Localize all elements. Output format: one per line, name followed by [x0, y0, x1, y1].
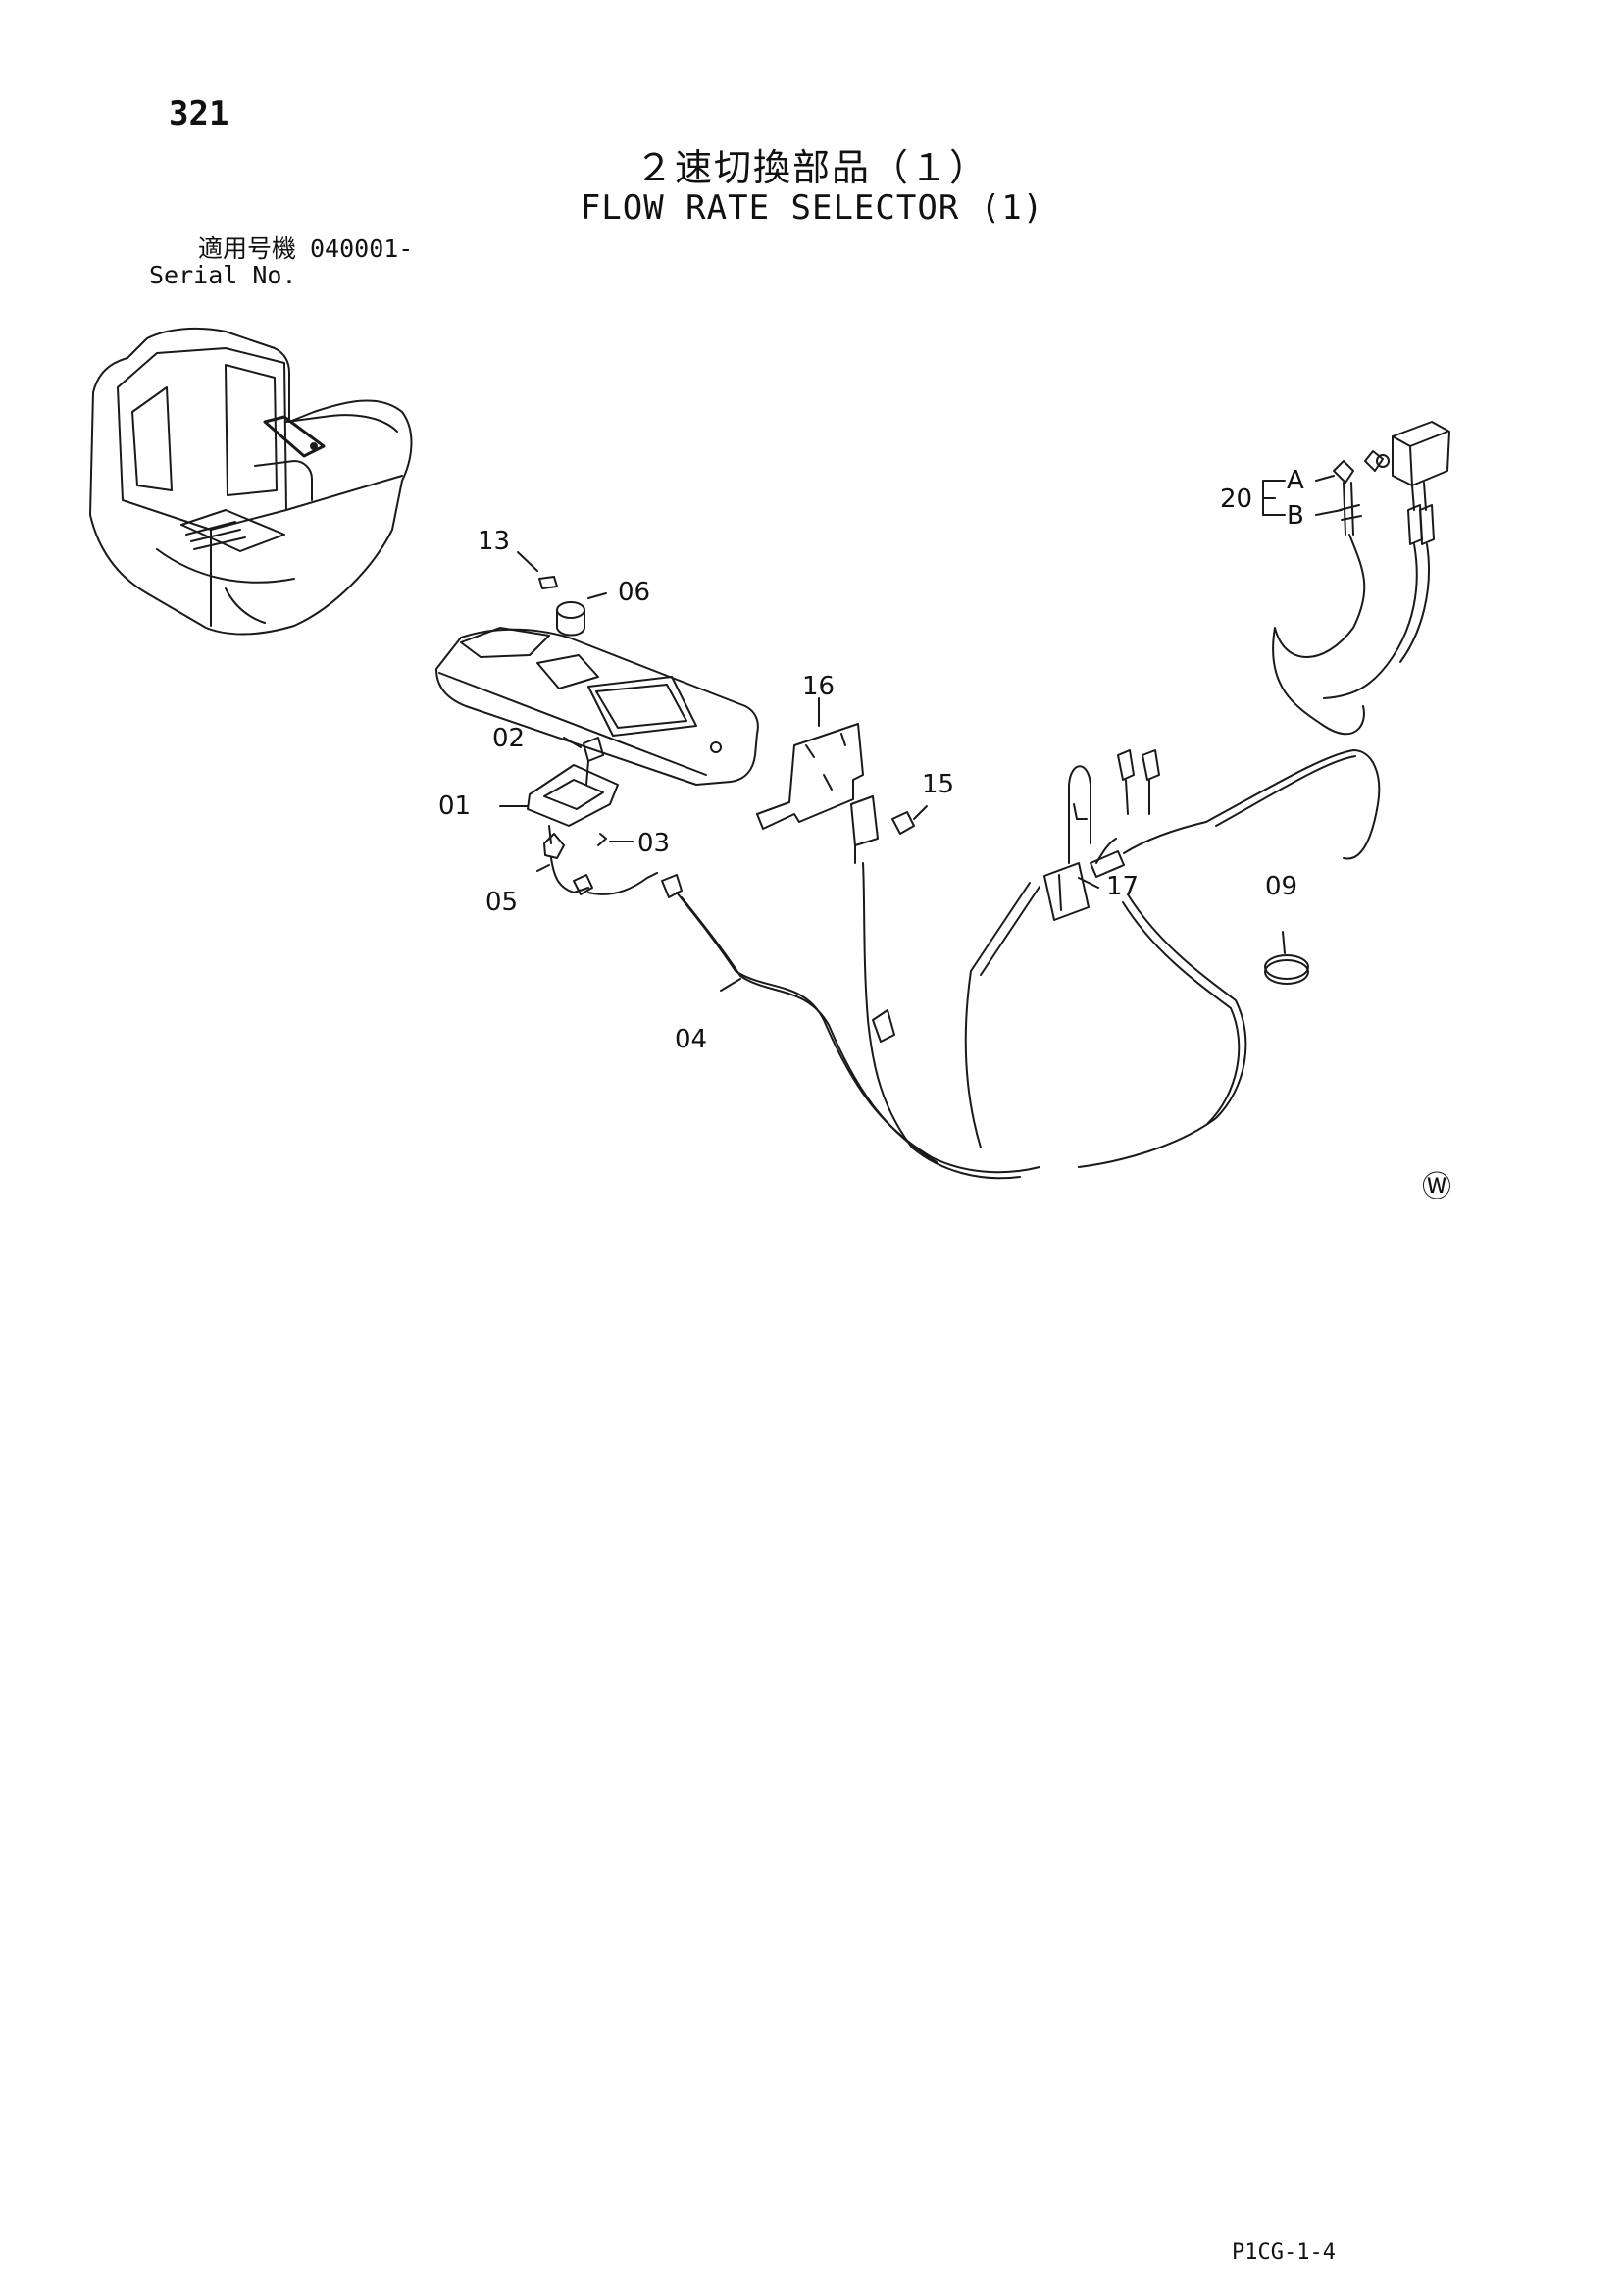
callout-13: 13 — [478, 527, 510, 556]
part-05-connector — [536, 825, 658, 895]
serial-info: 適用号機 040001- Serial No. — [149, 235, 413, 288]
title-japanese: ２速切換部品（１） — [634, 146, 989, 189]
callout-20: 20 — [1220, 485, 1252, 514]
callout-09: 09 — [1265, 872, 1297, 901]
serial-label-en: Serial No. — [149, 261, 297, 289]
main-harness — [964, 749, 1381, 1168]
callout-b: B — [1287, 501, 1304, 531]
callout-04: 04 — [675, 1025, 707, 1054]
serial-label-jp: 適用号機 — [197, 234, 296, 263]
callout-17: 17 — [1106, 872, 1139, 901]
switch-assembly — [499, 737, 634, 846]
callout-01: 01 — [438, 791, 471, 821]
callout-a: A — [1287, 466, 1304, 495]
page-number: 321 — [169, 94, 229, 133]
callout-03: 03 — [637, 829, 670, 858]
callout-labels: 13 06 16 15 02 01 03 05 04 17 09 20 A B … — [438, 466, 1451, 1204]
callout-16: 16 — [802, 672, 835, 701]
serial-value: 040001- — [310, 234, 414, 263]
part-20-connector — [1272, 450, 1384, 736]
callout-15: 15 — [922, 770, 954, 799]
part-16-bracket — [756, 697, 864, 830]
part-13-cap — [517, 551, 558, 589]
watermark-w-symbol: Ⓦ — [1422, 1170, 1451, 1204]
part-15-relay — [850, 795, 1021, 1180]
part-06-knob — [556, 592, 607, 637]
callout-06: 06 — [618, 578, 650, 607]
footer-code: P1CG-1-4 — [1232, 2240, 1336, 2265]
part-09-clamp — [1264, 931, 1309, 985]
title-english: FLOW RATE SELECTOR (1) — [580, 188, 1044, 228]
solenoid-valve — [1323, 421, 1450, 699]
part-04-harness — [661, 874, 1040, 1174]
callout-02: 02 — [492, 724, 525, 753]
excavator-overview — [89, 327, 413, 636]
callout-05: 05 — [485, 888, 518, 917]
operator-console — [435, 627, 759, 786]
part-17-plug — [1043, 749, 1207, 921]
